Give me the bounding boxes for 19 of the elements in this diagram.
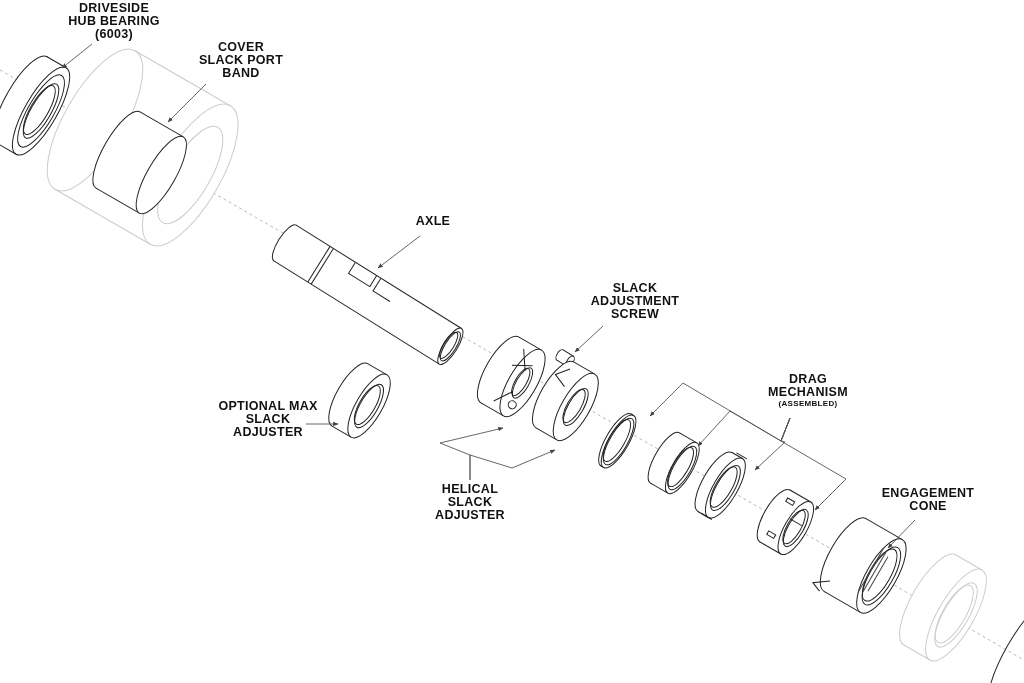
part-label: SLACK ADJUSTMENT SCREW (590, 282, 680, 321)
part-drawing (328, 362, 391, 439)
part-drawing (0, 55, 71, 156)
part-label: ENGAGEMENT CONE (868, 487, 988, 513)
part-drawing (598, 413, 637, 469)
part-drawing (92, 110, 187, 215)
part-label: HELICAL SLACK ADJUSTER (425, 483, 515, 522)
part-drawing (647, 431, 700, 495)
part-drawing (694, 451, 748, 520)
part-drawing (532, 360, 599, 442)
part-label: COVER SLACK PORT BAND (196, 41, 286, 80)
part-drawing (756, 489, 815, 555)
part-drawing (477, 335, 546, 418)
part-label: DRAG MECHANISM (767, 373, 849, 399)
part-label: OPTIONAL MAX SLACK ADJUSTER (218, 400, 318, 439)
part-label: AXLE (410, 215, 456, 228)
part-drawing (812, 517, 907, 614)
part-label: DRIVESIDE HUB BEARING (6003) (66, 2, 162, 41)
part-note: (ASSEMBLED) (777, 399, 839, 408)
